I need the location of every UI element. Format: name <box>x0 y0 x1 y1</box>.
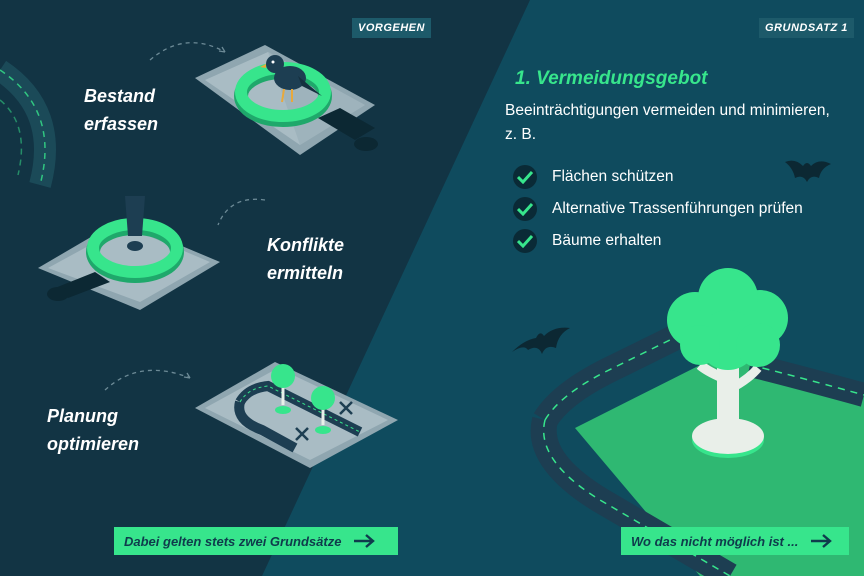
road-arc-decoration <box>0 60 56 188</box>
next-principles-button[interactable]: Dabei gelten stets zwei Grundsätze <box>114 527 398 555</box>
step-label-line: optimieren <box>47 434 140 454</box>
step-label-line: ermitteln <box>267 263 344 283</box>
section-tag-grundsatz: GRUNDSATZ 1 <box>759 18 854 38</box>
button-label: Dabei gelten stets zwei Grundsätze <box>124 533 342 549</box>
button-label: Wo das nicht möglich ist ... <box>631 533 799 549</box>
arrow-right-icon <box>810 534 833 548</box>
step-konflikte-ermitteln: Konflikte ermitteln <box>267 231 344 287</box>
principle-checklist: Flächen schützen Alternative Trassenführ… <box>513 161 803 257</box>
step-label-line: Bestand <box>84 86 156 106</box>
dashed-arrow-1 <box>149 42 226 61</box>
map-magnifier-exclamation-illustration <box>38 196 220 310</box>
check-icon <box>513 229 537 253</box>
next-alternative-button[interactable]: Wo das nicht möglich ist ... <box>621 527 849 555</box>
check-icon <box>513 197 537 221</box>
step-label-line: erfassen <box>84 114 159 134</box>
checklist-item-label: Flächen schützen <box>552 168 674 185</box>
tree-island-illustration <box>530 268 864 576</box>
checklist-item-label: Alternative Trassenführungen prüfen <box>552 200 803 217</box>
check-icon <box>513 165 537 189</box>
bat-icon <box>512 327 570 354</box>
step-label-line: Konflikte <box>267 235 345 255</box>
checklist-item: Alternative Trassenführungen prüfen <box>513 193 803 225</box>
bat-icon <box>785 160 831 182</box>
section-tag-vorgehen: VORGEHEN <box>352 18 431 38</box>
checklist-item: Flächen schützen <box>513 161 803 193</box>
checklist-item-label: Bäume erhalten <box>552 232 662 249</box>
arrow-right-icon <box>353 534 376 548</box>
step-label-line: Planung <box>47 406 118 426</box>
principle-heading: 1. Vermeidungsgebot <box>515 68 708 89</box>
step-bestand-erfassen: Bestand erfassen <box>84 82 158 138</box>
step-planung-optimieren: Planung optimieren <box>47 402 139 458</box>
dashed-arrow-3 <box>104 369 191 391</box>
principle-description: Beeinträchtigungen vermeiden und minimie… <box>505 102 830 143</box>
checklist-item: Bäume erhalten <box>513 225 803 257</box>
map-road-trees-illustration <box>195 362 398 468</box>
map-magnifier-bird-illustration <box>195 45 378 155</box>
